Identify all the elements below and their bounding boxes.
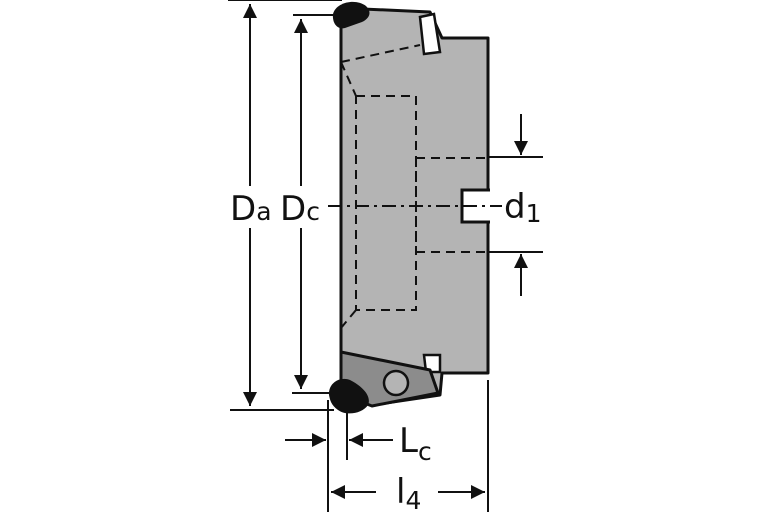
bottom-cutting-edge — [328, 378, 369, 414]
top-cutting-insert — [332, 1, 370, 29]
label-da: Da — [230, 189, 272, 229]
label-lc: Lc — [399, 421, 432, 466]
label-l4: l4 — [396, 472, 421, 515]
bottom-insert-pocket — [422, 353, 442, 374]
label-dc: Dc — [280, 189, 320, 229]
insert-screw — [382, 369, 410, 397]
extension-lines — [228, 0, 543, 512]
label-d1: d1 — [504, 187, 542, 228]
top-insert-pocket — [418, 12, 442, 56]
